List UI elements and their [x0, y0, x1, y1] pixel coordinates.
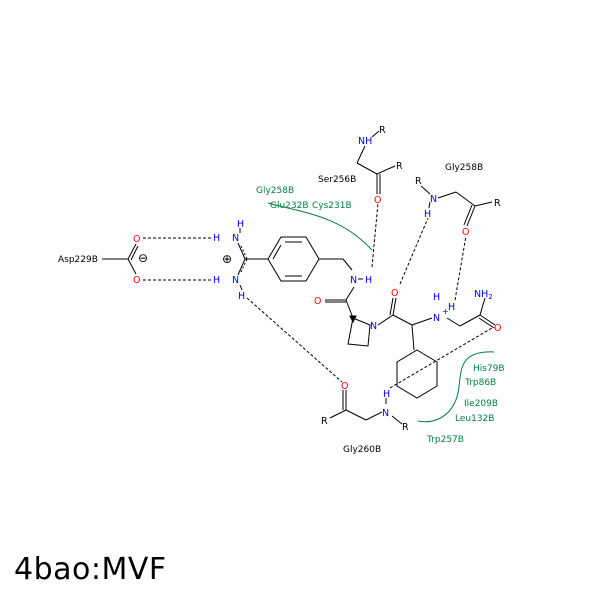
ile209-label: Ile209B [464, 399, 498, 409]
asp229-carboxylate [102, 243, 139, 275]
ser256-o: O [374, 195, 381, 206]
trp86-label: Trp86B [464, 378, 496, 388]
gly260-r-left: R [321, 416, 328, 427]
trp257-label: Trp257B [426, 435, 464, 445]
central-o: O [391, 288, 398, 299]
ser256-label: Ser256B [318, 175, 356, 185]
gly258-r-right: R [494, 198, 501, 209]
amidine-h-left-top: H [213, 233, 220, 244]
asp229-oxygen-top: O [133, 234, 140, 245]
amidine-h-top: H [237, 219, 244, 230]
leu132-label: Leu132B [455, 414, 494, 424]
amidine-n-bottom: N [232, 275, 239, 286]
cys231-label: Cys231B [312, 201, 352, 211]
central-h-top: H [433, 292, 440, 303]
gly260-n: N [382, 408, 389, 419]
gly258-n: N [430, 194, 437, 205]
amide-o: O [314, 296, 321, 307]
gly258-bonds [420, 185, 493, 227]
amide-n: N [350, 275, 357, 286]
glu232-label: Glu232B [270, 201, 309, 211]
hydrophobic-arc-right [417, 351, 495, 423]
central-bonds [389, 297, 496, 351]
central-n: N [433, 313, 440, 324]
central-n-plus: + [442, 307, 449, 316]
terminal-o: O [494, 323, 501, 334]
benzene-ring [267, 236, 353, 282]
gly260-h: H [383, 389, 390, 400]
azetidine-n: N [370, 321, 377, 332]
amidine-h-bottom: H [238, 291, 245, 302]
plus-charge: ⊕ [222, 252, 232, 266]
amidine-h-left-bottom: H [213, 275, 220, 286]
gly258-label: Gly258B [445, 163, 483, 173]
minus-charge: ⊖ [138, 251, 148, 265]
asp229-oxygen-bottom: O [133, 275, 140, 286]
his79-label: His79B [473, 364, 505, 374]
amide-bonds [325, 286, 355, 319]
azetidine-ring [347, 314, 394, 347]
ser256-nh: NH [358, 136, 372, 147]
amide-nh2-label: NH2 [474, 289, 493, 301]
ser256-bonds [356, 130, 396, 194]
gly260-o: O [341, 381, 348, 392]
gly258-h: H [424, 209, 431, 220]
gly258-r-top: R [415, 176, 422, 187]
gly260-bonds [329, 390, 403, 425]
ser256-r-right: R [396, 161, 403, 172]
amidine-n-top: N [232, 233, 239, 244]
gly258-o: O [462, 227, 469, 238]
asp229-label: Asp229B [58, 255, 98, 265]
amidine-bonds [237, 228, 268, 291]
ser256-r-top: R [379, 125, 386, 136]
gly260-label: Gly260B [343, 445, 381, 455]
gly258-left-label: Gly258B [256, 186, 294, 196]
amide-h: H [365, 275, 372, 286]
hydrophobic-arc-top [267, 202, 373, 251]
cyclohexyl-ring [396, 349, 438, 399]
central-h-right: H [448, 302, 455, 313]
gly260-r-right: R [402, 422, 409, 433]
structure-caption: 4bao:MVF [14, 552, 167, 587]
hbond-lines [143, 202, 493, 389]
